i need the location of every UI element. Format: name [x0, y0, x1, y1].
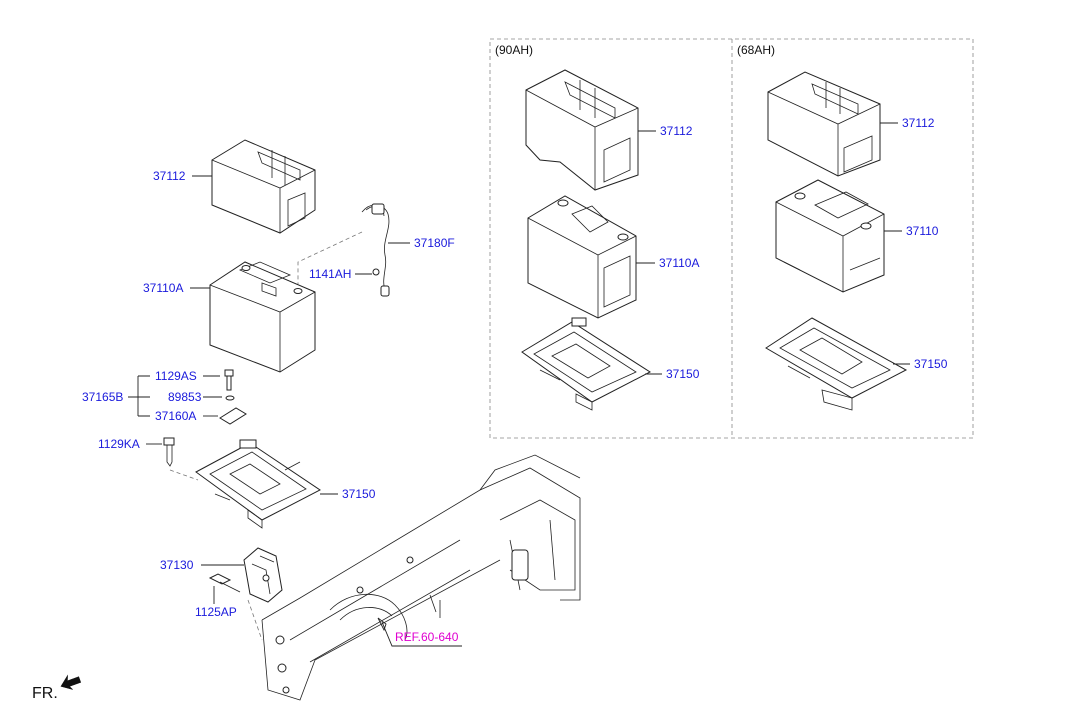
part-label-37110a-90ah[interactable]: 37110A	[659, 256, 699, 270]
battery-68ah	[775, 179, 885, 293]
part-label-37110a-main[interactable]: 37110A	[143, 281, 183, 295]
variant-frames: (90AH) (68AH)	[489, 38, 974, 439]
variant-90ah-title: (90AH)	[495, 43, 533, 57]
battery-case-68ah	[767, 71, 881, 177]
battery-tray-main	[195, 439, 321, 529]
part-label-37165b[interactable]: 37165B	[82, 390, 123, 404]
battery-90ah	[527, 195, 637, 319]
part-label-37110-68ah[interactable]: 37110	[906, 224, 939, 238]
battery-main	[209, 261, 316, 373]
part-label-1141ah[interactable]: 1141AH	[309, 267, 351, 281]
part-label-37180f[interactable]: 37180F	[414, 236, 455, 250]
part-label-1129ka[interactable]: 1129KA	[98, 437, 140, 451]
part-label-37150-68ah[interactable]: 37150	[914, 357, 948, 371]
part-label-37112-90ah[interactable]: 37112	[660, 124, 693, 138]
battery-case-main	[211, 139, 316, 234]
battery-tray-90ah	[521, 317, 651, 411]
part-label-37112-68ah[interactable]: 37112	[902, 116, 935, 130]
ref-label-60-640[interactable]: REF.60-640	[395, 630, 459, 644]
part-label-37150-main[interactable]: 37150	[342, 487, 376, 501]
battery-case-90ah	[525, 69, 639, 191]
variant-68ah-title: (68AH)	[737, 43, 775, 57]
front-label: FR.	[32, 685, 58, 702]
tray-bolt-main	[163, 437, 175, 467]
part-label-37150-90ah[interactable]: 37150	[666, 367, 700, 381]
part-label-37160a[interactable]: 37160A	[155, 409, 196, 423]
clamp-parts-main	[219, 369, 247, 425]
part-label-89853[interactable]: 89853	[168, 390, 202, 404]
front-arrow-icon	[60, 674, 82, 690]
part-label-37130[interactable]: 37130	[160, 558, 194, 572]
battery-cable-main	[361, 203, 390, 297]
part-label-37112-main[interactable]: 37112	[153, 169, 186, 183]
bracket-main	[208, 547, 283, 603]
part-label-1129as[interactable]: 1129AS	[155, 369, 197, 383]
battery-tray-68ah	[765, 317, 908, 411]
vehicle-body-frame	[261, 454, 581, 701]
part-label-1125ap[interactable]: 1125AP	[195, 605, 237, 619]
front-indicator: FR.	[32, 674, 82, 702]
